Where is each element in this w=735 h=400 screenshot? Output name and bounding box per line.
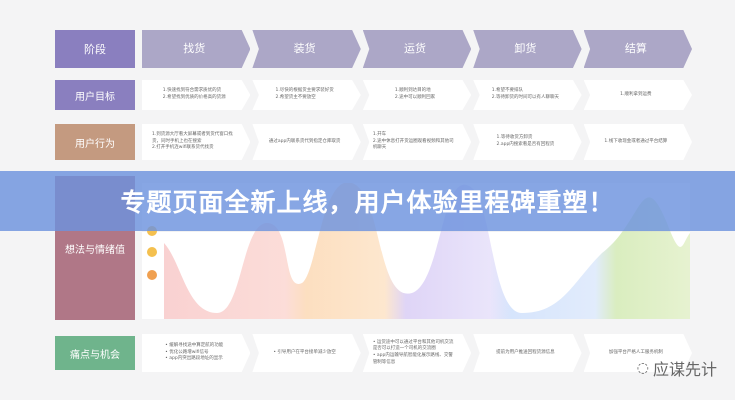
pain-cell: 提前为用户推送回程货源信息 bbox=[473, 334, 582, 372]
stage-unload: 卸货 bbox=[473, 30, 582, 68]
goal-row: 1.快速找到符合需求质优的货 2.希望找到优质的价格高的货源 1.尽快的根据货主… bbox=[142, 80, 693, 110]
stage-row: 找货 装货 运货 卸货 结算 bbox=[142, 30, 693, 68]
pain-cell: • 引导用户在平台接单减少放空 bbox=[252, 334, 361, 372]
pain-cell: • 运货途中可以通过平台和其他司机交流是否可以打造一个司机的交流圈 • app内… bbox=[362, 334, 472, 372]
banner-headline: 专题页面全新上线，用户体验里程碑重塑！ bbox=[0, 171, 735, 231]
behavior-cell: 1.到货源大厅看大屏幕或者到货代窗口找货，同时手机上也在搜索 2.打开手机连wi… bbox=[142, 124, 251, 160]
goal-label: 用户目标 bbox=[55, 80, 135, 110]
behavior-row: 1.到货源大厅看大屏幕或者到货代窗口找货，同时手机上也在搜索 2.打开手机连wi… bbox=[142, 124, 693, 160]
stage-settle: 结算 bbox=[583, 30, 693, 68]
goal-cell: 1.顺利拿到运费 bbox=[583, 80, 693, 110]
goal-cell: 1.快速找到符合需求质优的货 2.希望找到优质的价格高的货源 bbox=[142, 80, 251, 110]
goal-cell: 1.顺利到达目的地 2.途中可以顺利回家 bbox=[362, 80, 472, 110]
behavior-cell: 1.开车 2.途中休息打开货运圈观看视频和其他司机聊天 bbox=[362, 124, 472, 160]
goal-cell: 1.尽快的根据货主要求装好货 2.希望货主不要放空 bbox=[252, 80, 361, 110]
behavior-label: 用户行为 bbox=[55, 124, 135, 160]
behavior-cell: 1.线下收现金或者通过平台结算 bbox=[583, 124, 693, 160]
pain-cell: 加强平台严格人工服务机制 bbox=[583, 334, 693, 372]
behavior-cell: 通过app内联系货代到指定仓库取货 bbox=[252, 124, 361, 160]
wechat-icon: ◌ bbox=[636, 360, 649, 376]
pain-cell: • 缓解寻找途中算定航的功能 • 优化公路增wifi信号 • app内突出路段地… bbox=[142, 334, 251, 372]
stage-label: 阶段 bbox=[55, 30, 135, 68]
stage-transport: 运货 bbox=[362, 30, 472, 68]
pain-row: • 缓解寻找途中算定航的功能 • 优化公路增wifi信号 • app内突出路段地… bbox=[142, 334, 693, 372]
stage-find: 找货 bbox=[142, 30, 251, 68]
emotion-area bbox=[164, 182, 690, 319]
goal-cell: 1.希望不要排队 2.等待卸货的时间可以有人聊聊天 bbox=[473, 80, 582, 110]
pain-label: 痛点与机会 bbox=[55, 336, 135, 370]
behavior-cell: 1.等待收货方卸货 2.app内搜索看是否有回程货 bbox=[473, 124, 582, 160]
watermark: ◌应谋先计 bbox=[636, 360, 717, 379]
stage-load: 装货 bbox=[252, 30, 361, 68]
